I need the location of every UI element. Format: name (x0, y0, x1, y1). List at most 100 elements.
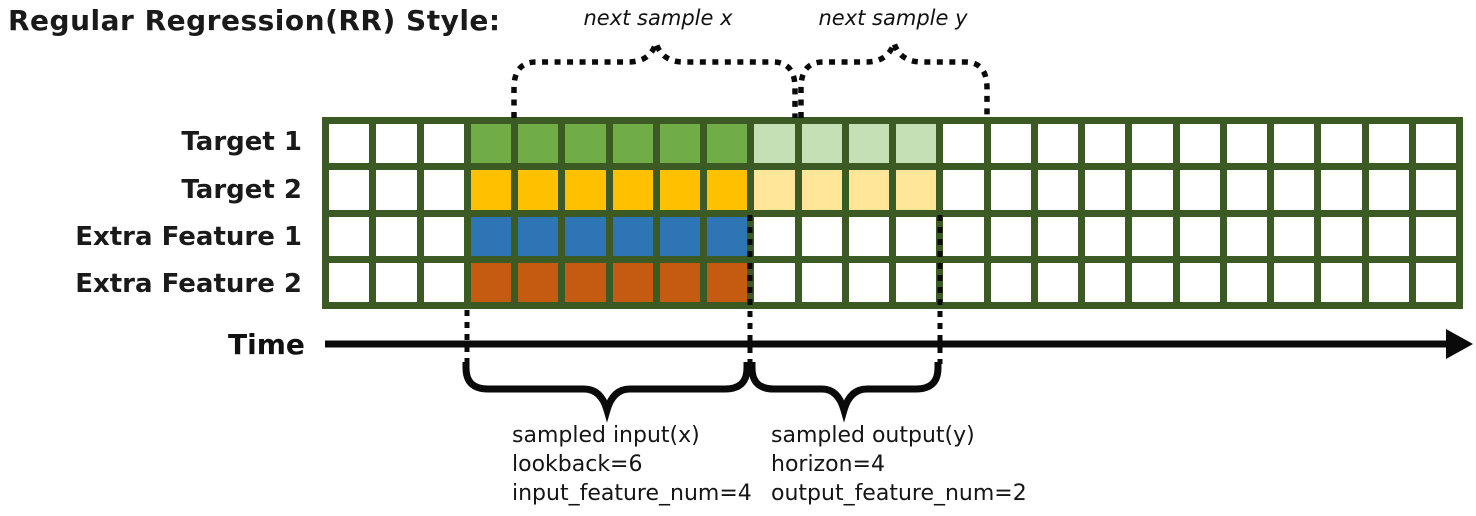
grid-cell (565, 170, 606, 210)
grid-cell (470, 124, 511, 164)
grid-cell (896, 262, 937, 302)
grid-cell (754, 124, 795, 164)
grid-cell (801, 262, 842, 302)
grid-cell (990, 216, 1031, 256)
grid-cell (848, 124, 889, 164)
grid-cell (1321, 216, 1362, 256)
grid-cell (1085, 216, 1126, 256)
grid-cell (896, 216, 937, 256)
page-title: Regular Regression(RR) Style: (8, 4, 501, 37)
row-label-extra-feature-1: Extra Feature 1 (75, 222, 302, 252)
grid-cell (470, 262, 511, 302)
sampled-input-brace (462, 362, 751, 423)
sampled-output-brace (748, 362, 942, 423)
grid-cell (707, 216, 748, 256)
output-feature-num: output_feature_num=2 (771, 481, 1027, 506)
grid-cell (565, 216, 606, 256)
grid-cell (1037, 170, 1078, 210)
grid-cell (990, 124, 1031, 164)
grid-cell (376, 262, 417, 302)
grid-cell (612, 262, 653, 302)
grid-cell (423, 262, 464, 302)
grid-cell (1226, 124, 1267, 164)
grid-cell (1132, 262, 1173, 302)
grid-cell (1274, 216, 1315, 256)
grid-cell (754, 262, 795, 302)
grid-cell (1415, 216, 1456, 256)
grid-cell (1274, 262, 1315, 302)
grid-cell (376, 216, 417, 256)
sampled-output-title: sampled output(y) (771, 423, 975, 448)
grid-cell (1415, 170, 1456, 210)
grid-cell (943, 262, 984, 302)
grid-cell (1321, 124, 1362, 164)
grid-cell (1321, 262, 1362, 302)
row-label-target-1: Target 1 (181, 127, 302, 157)
grid-cell (518, 124, 559, 164)
grid-cell (943, 216, 984, 256)
grid-cell (848, 262, 889, 302)
grid-cell (1321, 170, 1362, 210)
lookback-value: lookback=6 (512, 452, 643, 477)
grid-cell (423, 170, 464, 210)
grid-cell (990, 170, 1031, 210)
input-feature-num: input_feature_num=4 (512, 481, 752, 506)
grid (322, 117, 1463, 309)
grid-cell (1226, 170, 1267, 210)
grid-cell (848, 216, 889, 256)
grid-cell (329, 216, 370, 256)
grid-cell (1132, 170, 1173, 210)
grid-cell (659, 124, 700, 164)
grid-cell (612, 170, 653, 210)
grid-cell (1179, 216, 1220, 256)
grid-cell (518, 216, 559, 256)
grid-cell (1226, 262, 1267, 302)
grid-cell (754, 216, 795, 256)
grid-cell (1368, 216, 1409, 256)
grid-cell (376, 124, 417, 164)
grid-cell (1085, 124, 1126, 164)
row-label-target-2: Target 2 (181, 175, 302, 205)
grid-cell (707, 170, 748, 210)
grid-cell (376, 170, 417, 210)
grid-cell (896, 124, 937, 164)
grid-cell (1132, 216, 1173, 256)
grid-cell (801, 124, 842, 164)
grid-cell (1368, 262, 1409, 302)
grid-cell (707, 124, 748, 164)
grid-cell (329, 262, 370, 302)
grid-cell (329, 124, 370, 164)
grid-cell (801, 216, 842, 256)
row-label-extra-feature-2: Extra Feature 2 (75, 269, 302, 299)
grid-cell (754, 170, 795, 210)
grid-cell (423, 216, 464, 256)
next-sample-x-label: next sample x (583, 6, 733, 30)
grid-cell (612, 124, 653, 164)
grid-cell (943, 124, 984, 164)
grid-cell (990, 262, 1031, 302)
time-axis-arrow-head (1446, 329, 1473, 359)
next-sample-y-label: next sample y (818, 6, 968, 30)
grid-cell (329, 170, 370, 210)
grid-cell (659, 216, 700, 256)
grid-cell (801, 170, 842, 210)
grid-cell (470, 216, 511, 256)
grid-cell (659, 262, 700, 302)
grid-cell (659, 170, 700, 210)
grid-cell (1274, 170, 1315, 210)
grid-cell (470, 170, 511, 210)
grid-cell (518, 170, 559, 210)
grid-cell (1415, 262, 1456, 302)
grid-cell (1037, 262, 1078, 302)
grid-cell (1179, 170, 1220, 210)
grid-cell (612, 216, 653, 256)
grid-cell (565, 262, 606, 302)
sampled-input-title: sampled input(x) (512, 423, 700, 448)
grid-cell (1368, 124, 1409, 164)
grid-cell (1179, 124, 1220, 164)
grid-cell (1226, 216, 1267, 256)
grid-cell (1085, 262, 1126, 302)
grid-cell (1368, 170, 1409, 210)
grid-cell (1274, 124, 1315, 164)
